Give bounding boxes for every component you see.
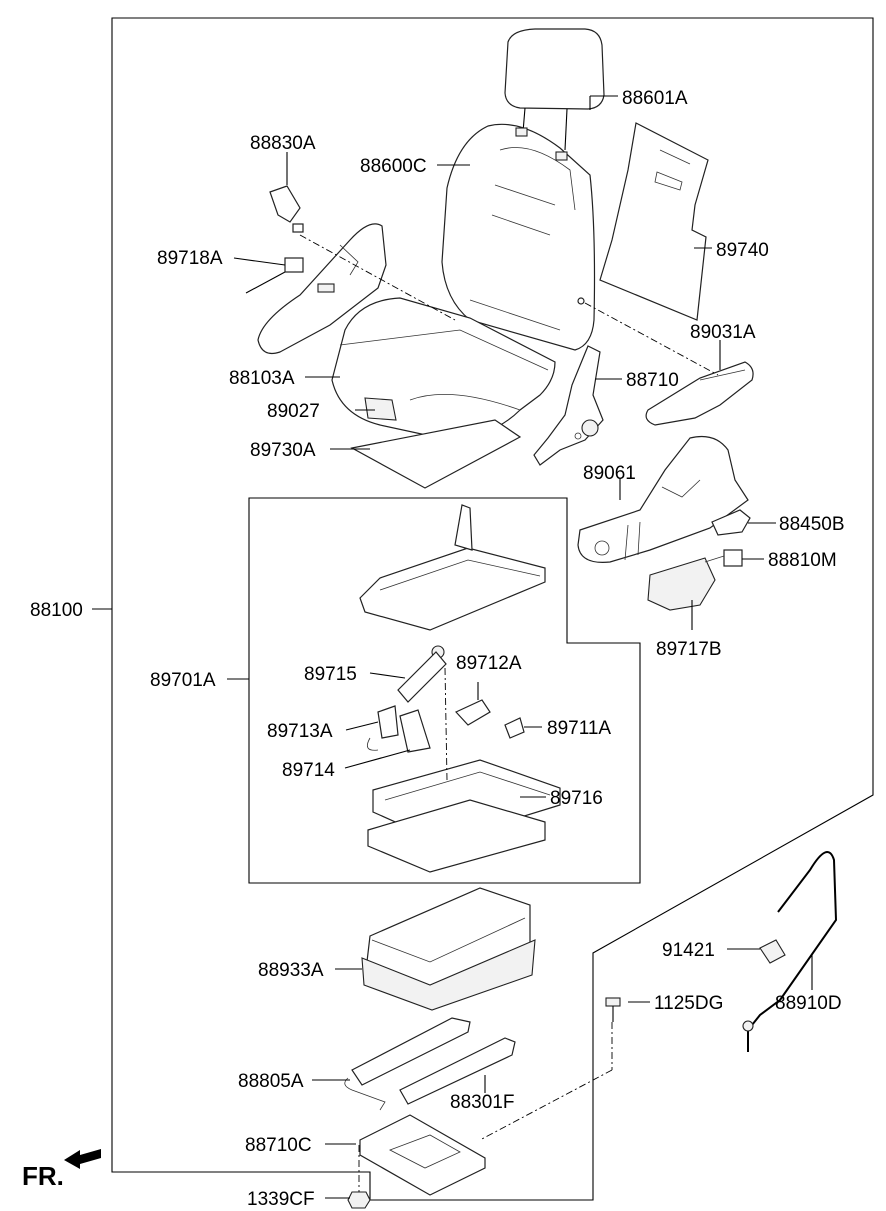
label-88830A: 88830A [250,133,316,154]
label-89716: 89716 [550,788,603,809]
seat-cushion-part [331,297,556,439]
side-shield-part [257,223,387,355]
back-board-part [599,122,709,321]
seat-frame-upper-part [359,504,546,659]
actuator-part [397,651,447,703]
wire-harness-part [742,851,838,1052]
label-89717B: 89717B [656,639,722,660]
side-shield-large-part [577,435,749,563]
label-89701A: 89701A [150,670,216,691]
mechanism-parts [366,699,525,753]
front-direction-marker: FR. [22,1149,101,1191]
label-88600C: 88600C [360,156,427,177]
label-88810M: 88810M [768,550,837,571]
label-88301F: 88301F [450,1092,514,1113]
label-89712A: 89712A [456,653,522,674]
seat-frame-lower-part [367,759,561,873]
label-88450B: 88450B [779,514,845,535]
label-91421: 91421 [662,940,715,961]
assembly-boundary [111,17,874,1201]
label-89718A: 89718A [157,248,223,269]
base-plate-part [359,1114,486,1196]
switch-part [647,549,743,611]
seat-rail-part [344,1017,516,1111]
front-direction-label: FR. [22,1161,64,1191]
cushion-pad-part [350,419,522,489]
label-88910D: 88910D [775,993,842,1014]
bolt-part [605,997,621,1022]
headrest-part [504,28,605,151]
label-89061: 89061 [583,463,636,484]
label-1339CF: 1339CF [247,1189,315,1210]
front-arrow-icon [64,1149,101,1169]
buckle-part [269,185,304,233]
label-88933A: 88933A [258,960,324,981]
outer-side-cover-part [645,361,754,426]
label-89715: 89715 [304,664,357,685]
label-88805A: 88805A [238,1071,304,1092]
nut-part [347,1191,371,1209]
label-89730A: 89730A [250,440,316,461]
label-88103A: 88103A [229,368,295,389]
subassembly-boundary [248,497,641,884]
label-89031A: 89031A [690,322,756,343]
label-88601A: 88601A [622,88,688,109]
label-88710C: 88710C [245,1135,312,1156]
recliner-bracket-part [533,345,604,466]
label-88100: 88100 [30,600,83,621]
label-1125DG: 1125DG [654,993,723,1014]
handle-part [711,509,751,536]
label-89714: 89714 [282,760,335,781]
seat-pan-part [361,887,536,1011]
label-89740: 89740 [716,240,769,261]
label-89027: 89027 [267,401,320,422]
seat-back-part [441,123,596,351]
label-89713A: 89713A [267,721,333,742]
label-89711A: 89711A [547,718,611,739]
label-88710: 88710 [626,370,679,391]
